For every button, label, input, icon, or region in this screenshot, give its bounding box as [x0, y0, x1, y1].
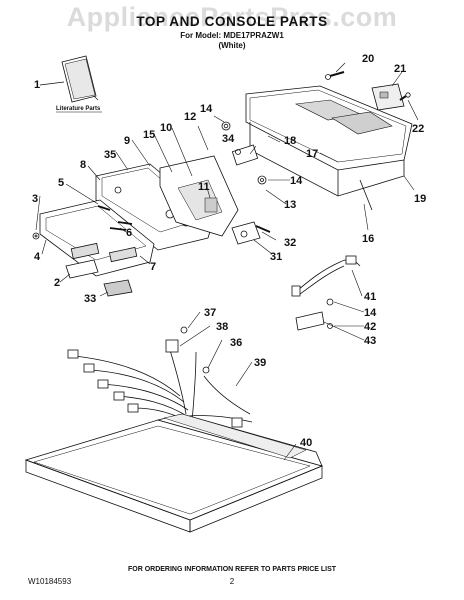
- callout-35: 35: [104, 149, 116, 161]
- lower-wire-harness: [67, 326, 253, 428]
- ordering-note: FOR ORDERING INFORMATION REFER TO PARTS …: [127, 566, 337, 573]
- bracket-31: [231, 221, 261, 245]
- callout-16: 16: [362, 233, 374, 245]
- leader-lines: [35, 62, 419, 461]
- callout-32: 32: [284, 237, 296, 249]
- callout-10: 10: [160, 122, 172, 134]
- callout-6: 6: [126, 227, 132, 239]
- callout-31: 31: [270, 251, 282, 263]
- rear-console-panel: [245, 85, 413, 211]
- callout-9: 9: [124, 135, 130, 147]
- literature-booklet: [39, 55, 97, 103]
- callout-39: 39: [254, 357, 266, 369]
- screw-22: [399, 92, 411, 101]
- document-number: W10184593: [28, 577, 72, 586]
- knob-13: [257, 175, 267, 185]
- model-subtitle: For Model: MDE17PRAZW1: [180, 31, 284, 40]
- color-note: (White): [218, 41, 246, 50]
- bracket-43: [295, 311, 325, 331]
- callout-5: 5: [58, 177, 64, 189]
- callout-18: 18: [284, 135, 296, 147]
- front-console: [95, 163, 215, 251]
- callout-43: 43: [364, 335, 376, 347]
- callout-38: 38: [216, 321, 228, 333]
- screw-32: [255, 225, 271, 233]
- literature-parts-label: Literature Parts: [56, 106, 101, 112]
- callout-37: 37: [204, 307, 216, 319]
- callout-33: 33: [84, 293, 96, 305]
- callout-7: 7: [150, 261, 156, 273]
- callout-34: 34: [222, 133, 235, 145]
- callout-14-mid: 14: [290, 175, 303, 187]
- wire-harness-41: [291, 255, 361, 297]
- callout-42: 42: [364, 321, 376, 333]
- screw-3: [32, 232, 40, 240]
- knob-14: [221, 121, 231, 131]
- callout-14-low: 14: [364, 307, 377, 319]
- callout-36: 36: [230, 337, 242, 349]
- callout-3: 3: [32, 193, 38, 205]
- control-board: [371, 83, 405, 111]
- page-title: TOP AND CONSOLE PARTS: [136, 14, 328, 29]
- callout-2: 2: [54, 277, 60, 289]
- callout-21: 21: [394, 63, 406, 75]
- callout-17: 17: [306, 148, 318, 160]
- callout-20: 20: [362, 53, 374, 65]
- screw-20: [325, 71, 345, 80]
- screw-6: [109, 221, 133, 231]
- page-number: 2: [229, 577, 235, 586]
- callout-4: 4: [34, 251, 41, 263]
- terminal-42: [327, 323, 333, 329]
- callout-40: 40: [300, 437, 312, 449]
- console-overlay: [39, 199, 155, 277]
- callout-12: 12: [184, 111, 196, 123]
- top-panel: [24, 413, 324, 533]
- callout-22: 22: [412, 123, 424, 135]
- callout-11: 11: [198, 181, 210, 193]
- callout-41: 41: [364, 291, 376, 303]
- switch-34: [231, 144, 259, 166]
- callout-13: 13: [284, 199, 296, 211]
- screw-5: [97, 205, 111, 211]
- callout-15: 15: [143, 129, 155, 141]
- screw-14-lower: [326, 298, 334, 306]
- control-housing: [159, 155, 239, 237]
- callout-19: 19: [414, 193, 426, 205]
- callout-1: 1: [34, 79, 40, 91]
- nameplate: [65, 259, 133, 297]
- callout-8: 8: [80, 159, 86, 171]
- callout-14-top: 14: [200, 103, 213, 115]
